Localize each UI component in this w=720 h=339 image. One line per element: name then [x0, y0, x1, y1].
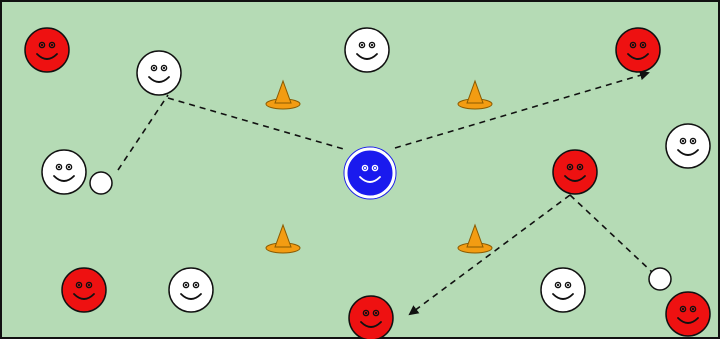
red-team-player-icon — [62, 268, 106, 312]
red-team-player-icon — [25, 28, 69, 72]
white-team-player-icon — [666, 124, 710, 168]
white-team-player-icon — [541, 268, 585, 312]
neutral-player-icon — [344, 147, 396, 199]
white-team-player-icon — [345, 28, 389, 72]
red-team-player-icon — [666, 292, 710, 336]
white-team-player-icon — [137, 51, 181, 95]
ball-icon — [649, 268, 671, 290]
white-team-player-icon — [42, 150, 86, 194]
red-team-player-icon — [553, 150, 597, 194]
red-team-player-icon — [616, 28, 660, 72]
ball-icon — [90, 172, 112, 194]
white-team-player-icon — [169, 268, 213, 312]
red-team-player-icon — [349, 296, 393, 339]
